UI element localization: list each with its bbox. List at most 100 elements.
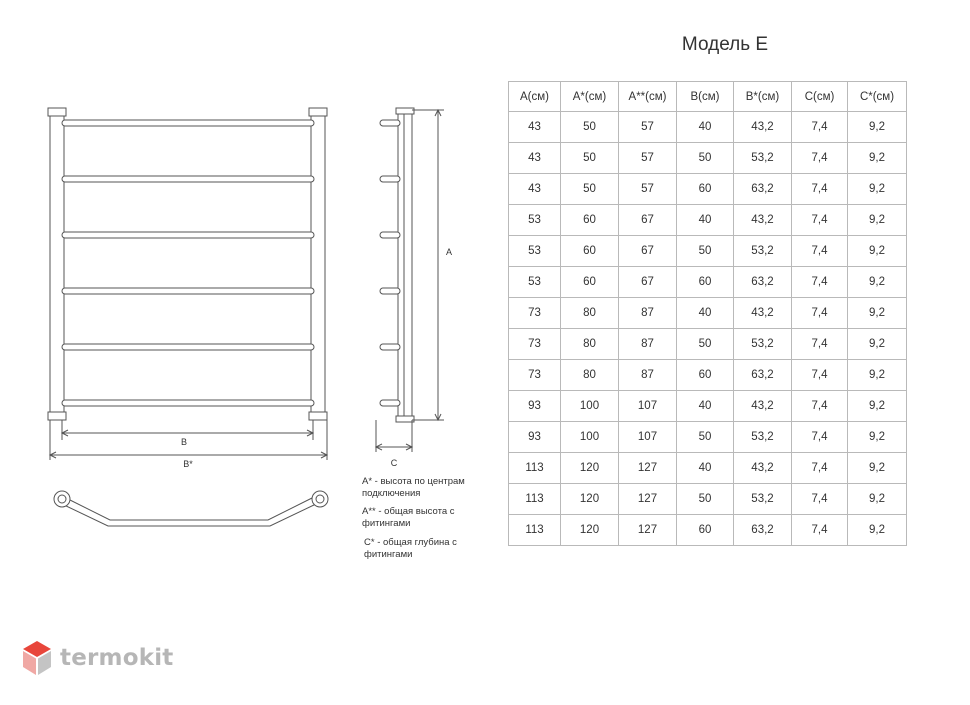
table-cell: 53,2: [733, 483, 792, 515]
legend-c-star: C* - общая глубина с фитингами: [364, 537, 457, 560]
table-cell: 7,4: [791, 359, 848, 391]
towel-rail-drawing: B B* A C: [47, 107, 452, 527]
table-cell: 50: [676, 235, 734, 267]
table-cell: 73: [508, 297, 561, 329]
table-cell: 40: [676, 452, 734, 484]
table-cell: 43,2: [733, 390, 792, 422]
crossbar-2: [61, 175, 315, 183]
right-cap-bottom: [308, 411, 328, 421]
table-cell: 120: [560, 452, 619, 484]
table-cell: 80: [560, 328, 619, 360]
table-cell: 57: [618, 173, 677, 205]
table-cell: 50: [676, 328, 734, 360]
table-cell: 7,4: [791, 328, 848, 360]
table-cell: 9,2: [847, 204, 907, 236]
table-cell: 63,2: [733, 514, 792, 546]
brand-logo: termokit: [22, 640, 173, 676]
table-cell: 100: [560, 390, 619, 422]
table-cell: 113: [508, 514, 561, 546]
logo-text: termokit: [60, 645, 174, 671]
table-cell: 60: [676, 359, 734, 391]
table-cell: 107: [618, 421, 677, 453]
label-c: C: [391, 458, 398, 468]
table-cell: 9,2: [847, 359, 907, 391]
table-cell: 50: [560, 142, 619, 174]
table-cell: 7,4: [791, 142, 848, 174]
crossbar-6: [61, 399, 315, 407]
table-header-cell: B(см): [676, 81, 734, 112]
table-cell: 9,2: [847, 235, 907, 267]
table-cell: 43,2: [733, 297, 792, 329]
label-a: A: [446, 247, 452, 257]
table-cell: 63,2: [733, 266, 792, 298]
table-cell: 43: [508, 111, 561, 143]
table-header-cell: C*(см): [847, 81, 907, 112]
table-cell: 40: [676, 297, 734, 329]
table-cell: 60: [560, 204, 619, 236]
crossbar-3: [61, 231, 315, 239]
table-cell: 9,2: [847, 514, 907, 546]
label-b: B: [181, 437, 187, 447]
table-cell: 57: [618, 142, 677, 174]
crossbar-5: [61, 343, 315, 351]
table-cell: 7,4: [791, 421, 848, 453]
table-cell: 53,2: [733, 235, 792, 267]
table-cell: 73: [508, 359, 561, 391]
table-cell: 50: [560, 173, 619, 205]
table-cell: 60: [676, 266, 734, 298]
table-cell: 60: [560, 235, 619, 267]
table-cell: 53,2: [733, 328, 792, 360]
table-cell: 50: [676, 421, 734, 453]
table-cell: 9,2: [847, 297, 907, 329]
top-view-right-ring: [311, 490, 329, 508]
table-header-cell: A*(см): [560, 81, 619, 112]
table-cell: 7,4: [791, 235, 848, 267]
table-cell: 113: [508, 483, 561, 515]
table-cell: 9,2: [847, 452, 907, 484]
page-title: Модель Е: [681, 34, 769, 55]
top-view-bar: [65, 497, 313, 521]
table-cell: 53,2: [733, 421, 792, 453]
table-cell: 53: [508, 235, 561, 267]
table-header-cell: A**(см): [618, 81, 677, 112]
table-cell: 127: [618, 514, 677, 546]
right-cap-top: [308, 107, 328, 117]
table-cell: 127: [618, 483, 677, 515]
table-cell: 100: [560, 421, 619, 453]
right-upright: [310, 109, 326, 421]
table-cell: 127: [618, 452, 677, 484]
table-cell: 63,2: [733, 359, 792, 391]
table-cell: 7,4: [791, 173, 848, 205]
table-cell: 9,2: [847, 142, 907, 174]
table-cell: 9,2: [847, 421, 907, 453]
table-header-cell: C(см): [791, 81, 848, 112]
table-cell: 7,4: [791, 111, 848, 143]
table-cell: 113: [508, 452, 561, 484]
table-cell: 80: [560, 359, 619, 391]
table-cell: 120: [560, 514, 619, 546]
table-cell: 43: [508, 173, 561, 205]
table-header-cell: B*(см): [733, 81, 792, 112]
table-cell: 67: [618, 235, 677, 267]
table-cell: 87: [618, 359, 677, 391]
table-cell: 107: [618, 390, 677, 422]
table-cell: 60: [560, 266, 619, 298]
table-cell: 7,4: [791, 266, 848, 298]
table-cell: 43,2: [733, 452, 792, 484]
table-cell: 60: [676, 514, 734, 546]
table-cell: 9,2: [847, 111, 907, 143]
table-cell: 120: [560, 483, 619, 515]
table-cell: 9,2: [847, 328, 907, 360]
table-cell: 60: [676, 173, 734, 205]
table-cell: 87: [618, 328, 677, 360]
table-cell: 7,4: [791, 390, 848, 422]
